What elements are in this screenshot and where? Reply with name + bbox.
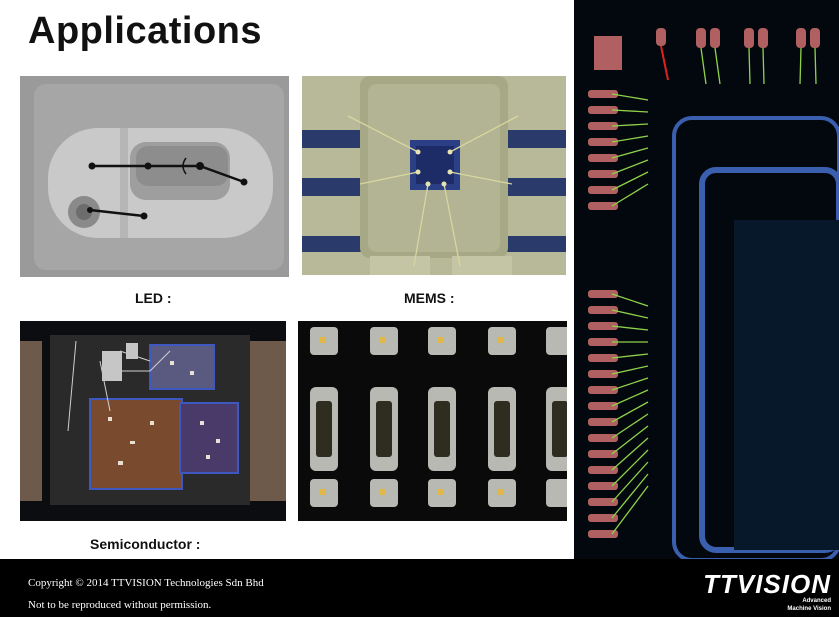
- reproduction-notice: Not to be reproduced without permission.: [28, 599, 212, 611]
- logo-tagline-2: Machine Vision: [787, 606, 831, 612]
- ttvision-logo: TTVISION Advanced Machine Vision: [703, 569, 831, 613]
- slide-title: Applications: [28, 10, 263, 52]
- semiconductor-image: [20, 321, 286, 521]
- led-caption: LED :: [135, 290, 172, 306]
- die-micrograph-image: [574, 0, 839, 560]
- semiconductor-caption: Semiconductor :: [90, 536, 201, 552]
- mems-caption: MEMS :: [404, 290, 455, 306]
- component-strip-image: [298, 321, 567, 521]
- logo-tagline-1: Advanced: [802, 598, 831, 604]
- led-image: [20, 76, 289, 277]
- logo-brand: TTVISION: [703, 569, 831, 599]
- mems-image: [302, 76, 566, 275]
- copyright-text: Copyright © 2014 TTVISION Technologies S…: [28, 577, 264, 589]
- footer-bar: Copyright © 2014 TTVISION Technologies S…: [0, 559, 839, 617]
